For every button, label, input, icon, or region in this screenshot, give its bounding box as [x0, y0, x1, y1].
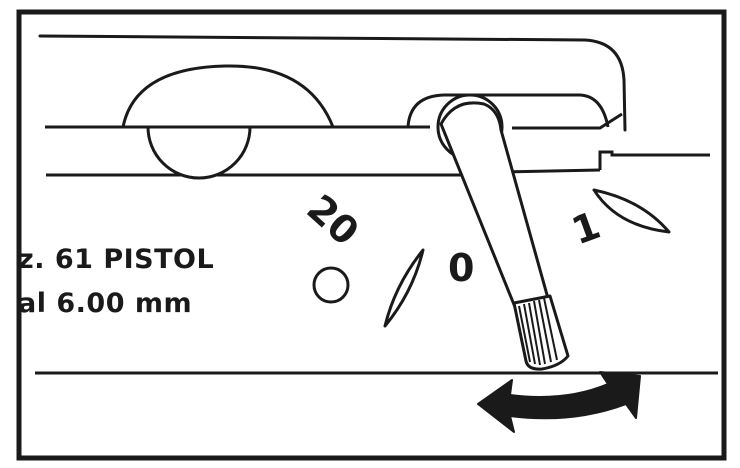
- circle-icon: [312, 266, 350, 304]
- knob-grip-ridges: [518, 297, 558, 366]
- single-bullet-icon: [383, 248, 425, 328]
- selector-mark-0: 0: [448, 246, 475, 290]
- takedown-semicircle: [146, 125, 252, 180]
- bullet-icon: [592, 188, 671, 234]
- diagram-frame: [16, 9, 727, 461]
- engraving-caliber: al 6.00 mm: [18, 288, 193, 319]
- frame-notch: [598, 150, 710, 170]
- rear-sight: [121, 64, 335, 128]
- slide-outline: [38, 34, 627, 132]
- engraving-model: z. 61 PISTOL: [18, 244, 215, 275]
- selector-lever: [439, 101, 551, 314]
- frame-top-edge-right: [499, 168, 601, 174]
- selector-housing: [406, 93, 610, 128]
- slide-step: [512, 112, 623, 130]
- double-arrow-icon: [477, 371, 641, 433]
